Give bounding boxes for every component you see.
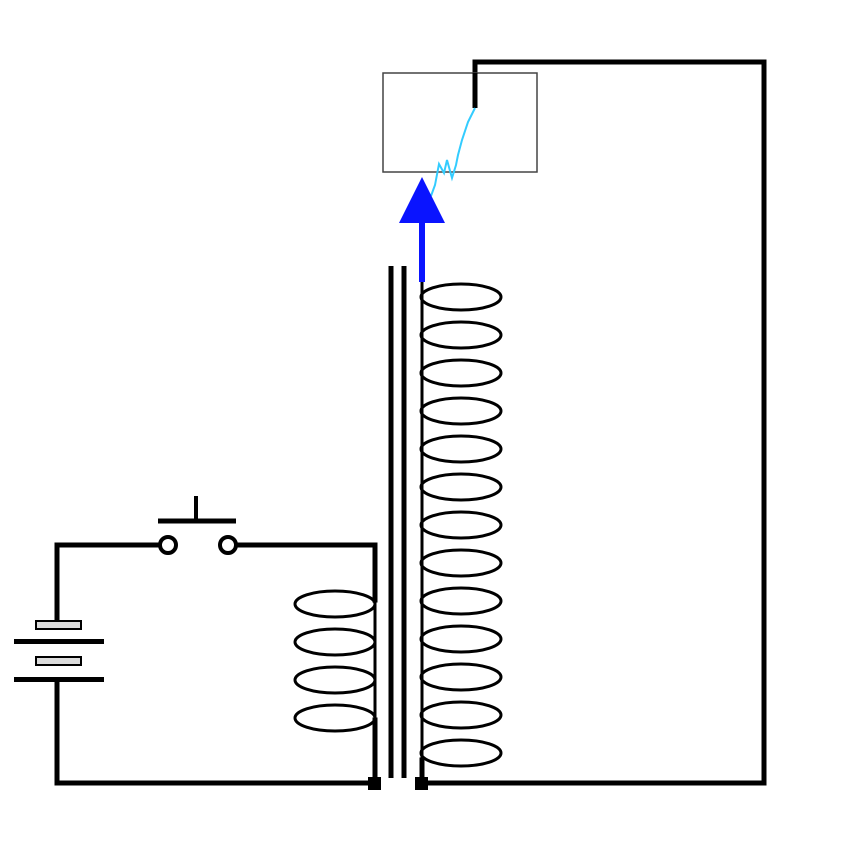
primary-coil-loop [293,627,377,657]
spark-gap-box [382,72,538,173]
arrow-head [399,177,445,223]
battery-plate-bottom-thin [35,656,82,666]
secondary-coil-loop [419,282,503,312]
secondary-coil-loop [419,510,503,540]
spark [430,107,476,197]
primary-coil [293,589,377,733]
primary-coil-loop [293,703,377,733]
wire-battery-to-switch [54,542,163,626]
battery-plate-bottom-thick [14,677,104,682]
secondary-coil-loop [419,700,503,730]
secondary-coil-loop [419,738,503,768]
wire-switch-to-primary [233,542,378,603]
wire-battery-to-ground [54,679,378,786]
secondary-coil-loop [419,320,503,350]
secondary-coil-loop [419,548,503,578]
secondary-coil-loop [419,624,503,654]
terminal-secondary [415,777,428,790]
switch-contact-right [218,535,238,555]
primary-coil-loop [293,589,377,619]
switch-contact-left [158,535,178,555]
battery-plate-top-thin [35,620,82,630]
secondary-coil-loop [419,434,503,464]
push-switch [158,496,238,555]
secondary-coil-loop [419,396,503,426]
primary-coil-loop [293,665,377,695]
secondary-coil-loop [419,358,503,388]
secondary-coil-loop [419,586,503,616]
battery [14,620,104,682]
secondary-coil-loop [419,662,503,692]
secondary-coil [419,282,503,768]
primary-circuit-wires [54,542,378,786]
output-arrow [399,177,445,282]
iron-core [388,266,407,778]
secondary-coil-loop [419,472,503,502]
terminal-primary [368,777,381,790]
battery-plate-top-thick [14,639,104,644]
